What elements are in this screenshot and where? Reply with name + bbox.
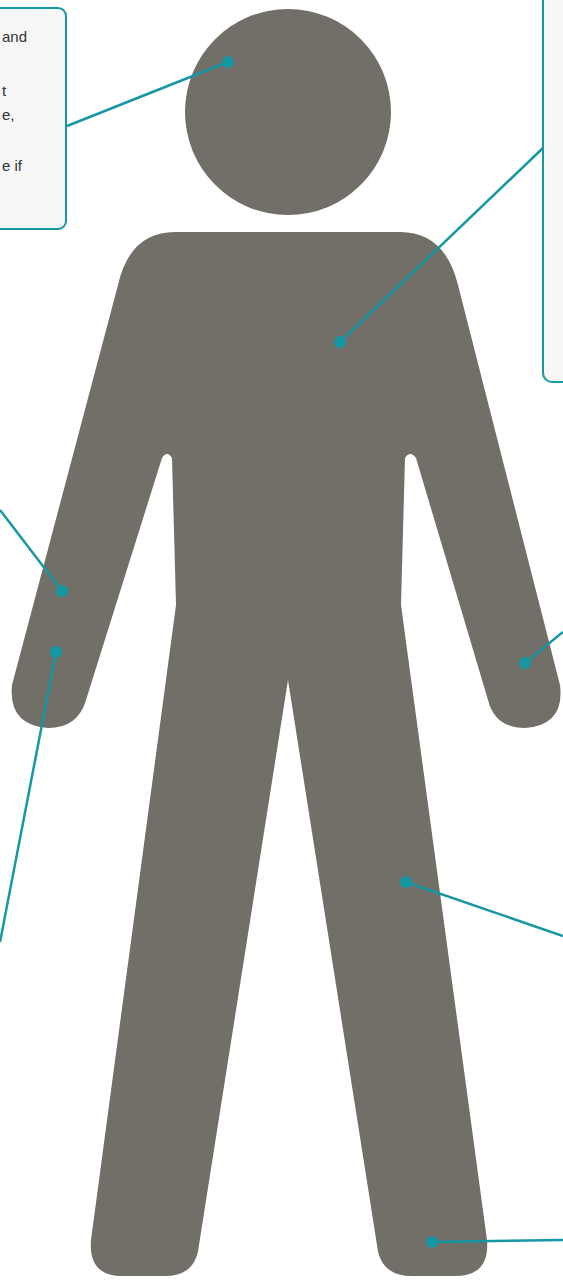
leader-dot — [222, 56, 234, 68]
leader-line — [432, 1240, 563, 1242]
callout-text: e if — [2, 157, 22, 175]
leader-dot — [50, 646, 62, 658]
leader-lines — [0, 62, 563, 1242]
figure-head — [185, 9, 391, 215]
leader-dot — [334, 336, 346, 348]
leader-dot — [426, 1236, 438, 1248]
leader-line — [406, 882, 563, 936]
callout-text: e, — [2, 106, 15, 124]
callout-box: and t e, e if — [0, 7, 67, 230]
leader-line — [0, 510, 62, 591]
leader-dot — [56, 585, 68, 597]
leader-line — [340, 148, 543, 342]
callout-text: t — [2, 82, 6, 100]
leader-line — [67, 62, 228, 126]
callout-box-outline — [543, 0, 563, 382]
figure-body — [12, 232, 561, 1276]
leader-dot — [519, 657, 531, 669]
leader-dot — [400, 876, 412, 888]
callout-text: and — [2, 28, 27, 46]
leader-line — [0, 652, 56, 942]
leader-dots — [50, 56, 531, 1248]
leader-line — [525, 632, 563, 663]
